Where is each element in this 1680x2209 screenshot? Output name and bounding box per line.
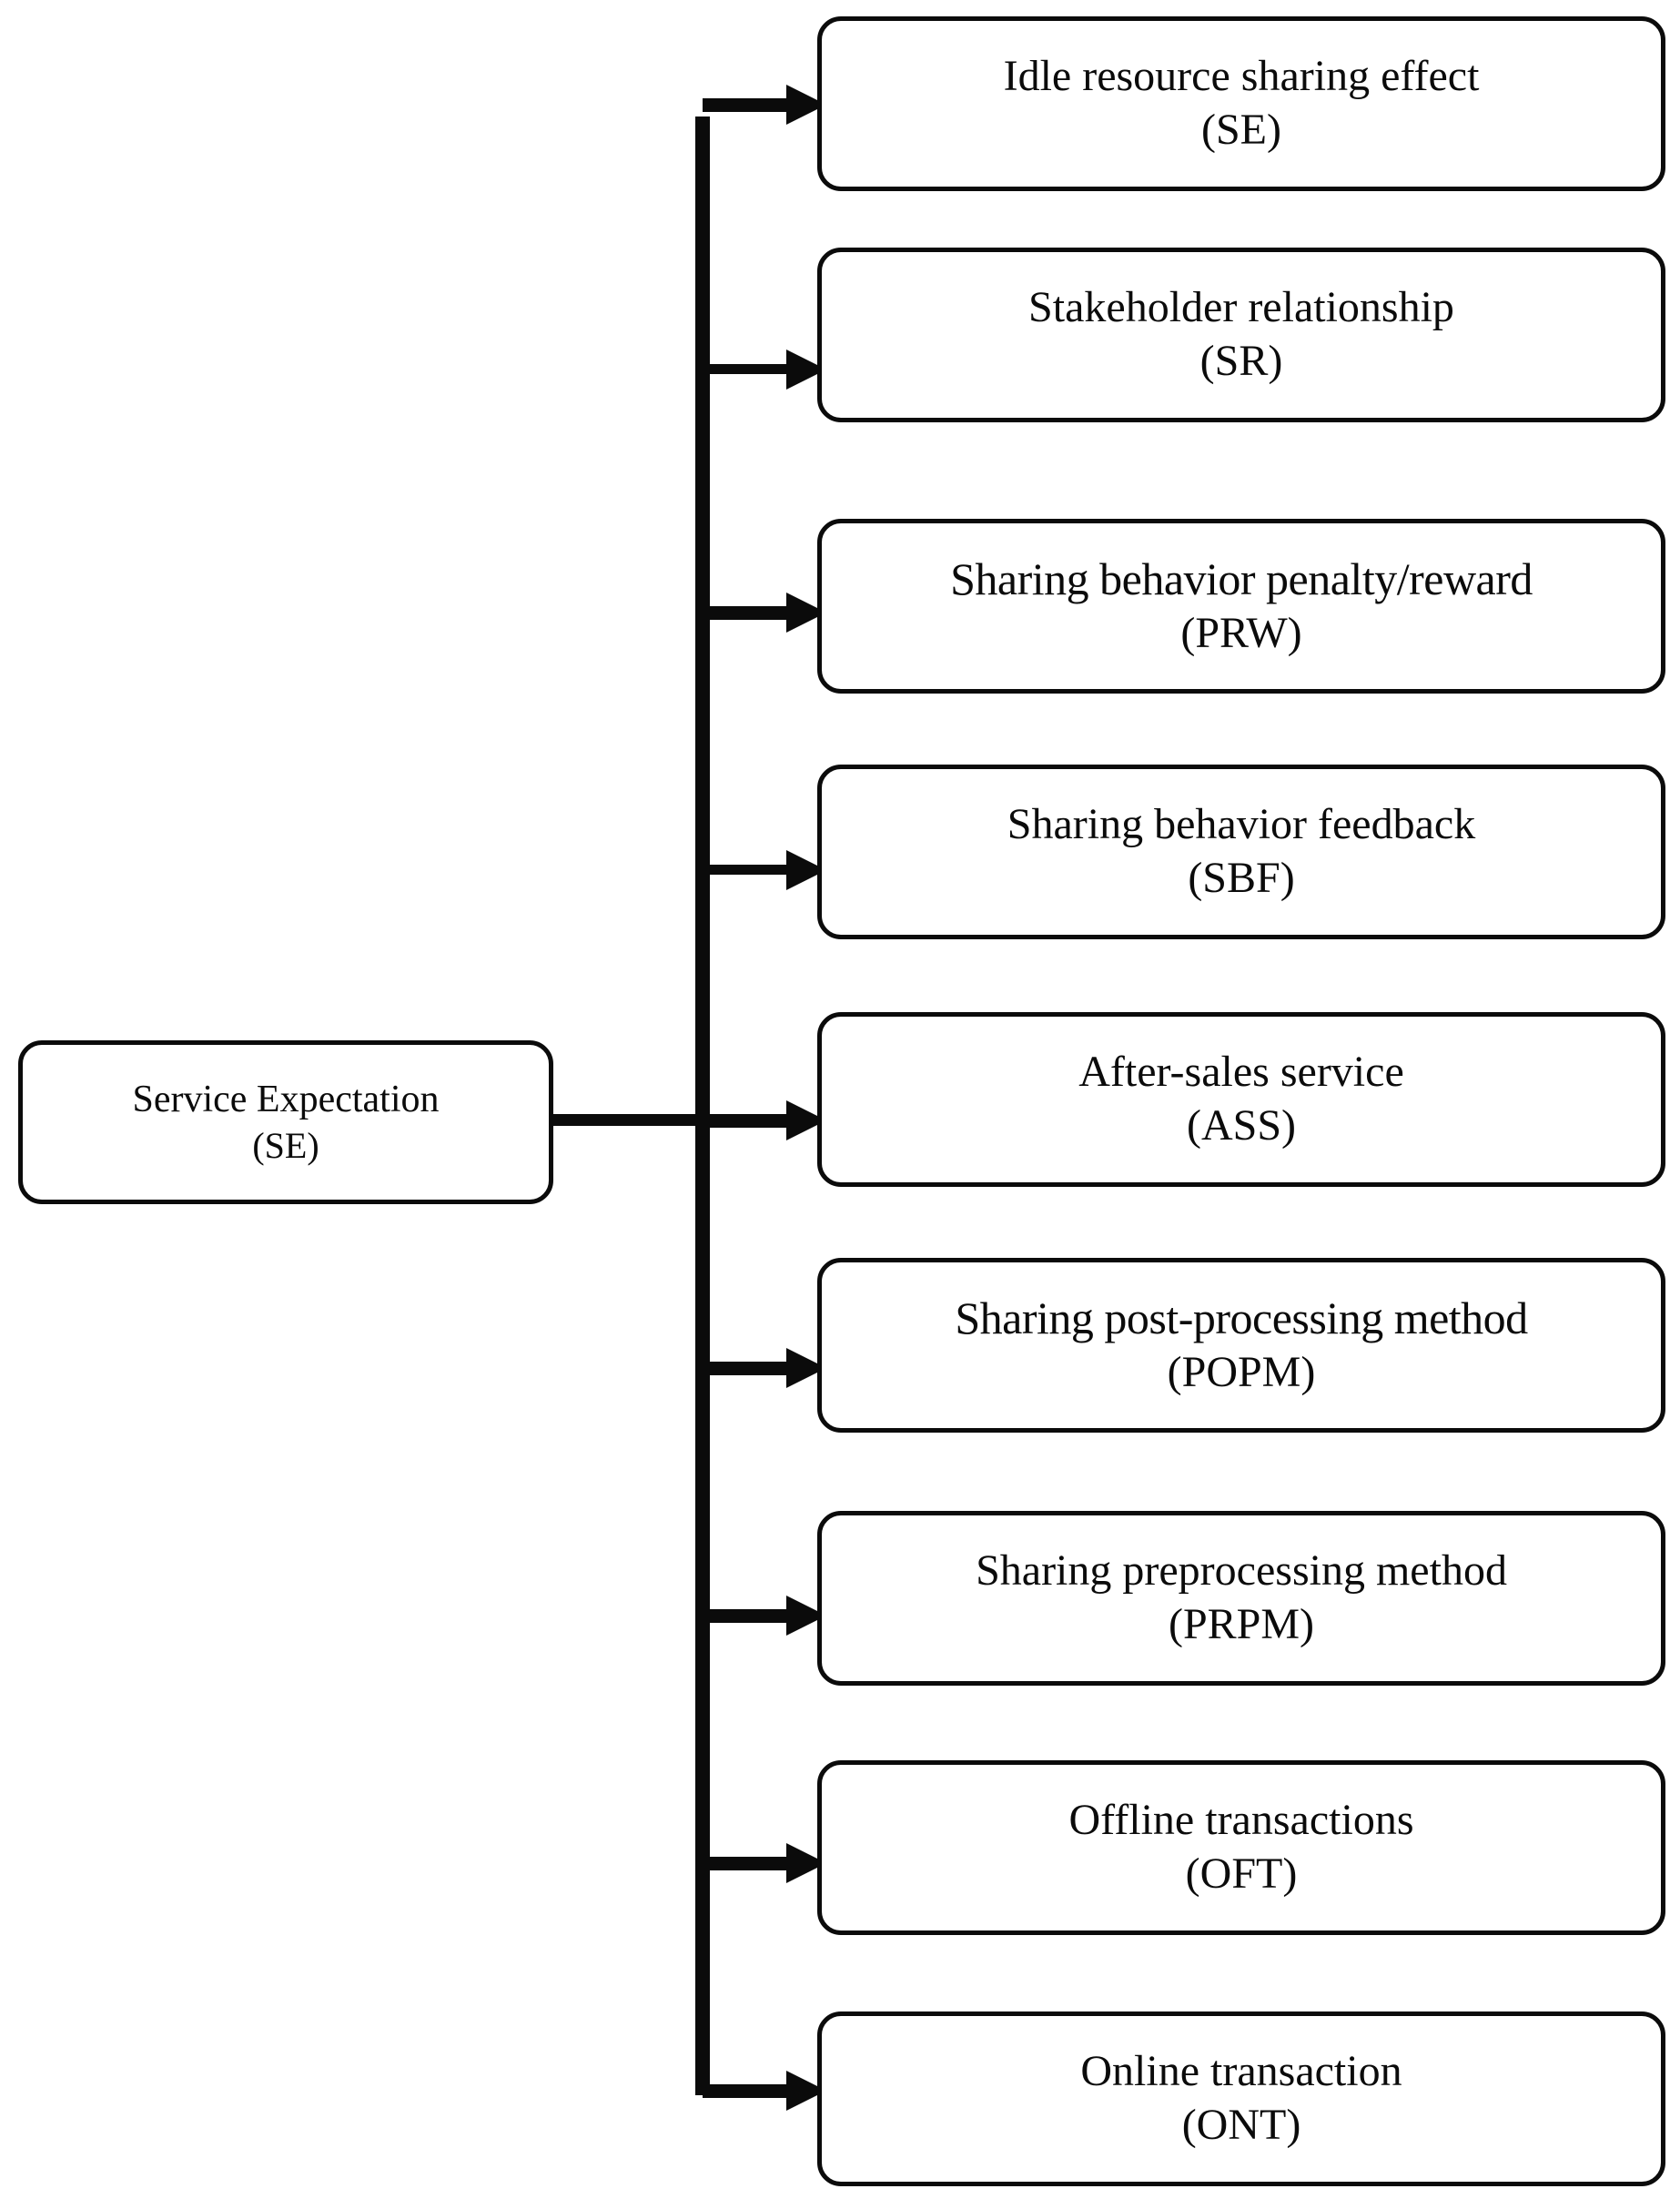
leaf-node-idle-resource-sharing-effect[interactable]: Idle resource sharing effect (SE) (817, 16, 1665, 191)
branch-line-3 (703, 606, 794, 620)
branch-line-6 (703, 1362, 794, 1375)
connector-trunk (695, 117, 710, 2095)
leaf-node-abbreviation: (PRW) (1180, 609, 1302, 658)
branch-line-2 (703, 364, 794, 374)
leaf-node-abbreviation: (ASS) (1186, 1101, 1297, 1150)
branch-line-4 (703, 865, 794, 875)
branch-line-5 (703, 1114, 794, 1128)
leaf-node-sharing-preprocessing-method[interactable]: Sharing preprocessing method (PRPM) (817, 1511, 1665, 1686)
leaf-node-label: Sharing behavior penalty/reward (950, 553, 1533, 605)
leaf-node-offline-transactions[interactable]: Offline transactions (OFT) (817, 1760, 1665, 1935)
leaf-node-abbreviation: (OFT) (1185, 1849, 1298, 1898)
root-connector-stem (550, 1114, 706, 1126)
leaf-node-stakeholder-relationship[interactable]: Stakeholder relationship (SR) (817, 248, 1665, 422)
leaf-node-sharing-behavior-penalty-reward[interactable]: Sharing behavior penalty/reward (PRW) (817, 519, 1665, 694)
leaf-node-label: Online transaction (1080, 2047, 1402, 2096)
leaf-node-after-sales-service[interactable]: After-sales service (ASS) (817, 1012, 1665, 1187)
leaf-node-label: Sharing post-processing method (955, 1292, 1528, 1344)
leaf-node-online-transaction[interactable]: Online transaction (ONT) (817, 2011, 1665, 2186)
leaf-node-label: Sharing preprocessing method (976, 1546, 1507, 1596)
leaf-node-abbreviation: (ONT) (1181, 2101, 1301, 2149)
leaf-node-abbreviation: (POPM) (1167, 1348, 1316, 1397)
root-node-abbreviation: (SE) (252, 1125, 319, 1167)
leaf-node-sharing-post-processing-method[interactable]: Sharing post-processing method (POPM) (817, 1258, 1665, 1433)
branch-line-8 (703, 1857, 794, 1870)
leaf-node-label: Sharing behavior feedback (1007, 800, 1476, 849)
leaf-node-sharing-behavior-feedback[interactable]: Sharing behavior feedback (SBF) (817, 765, 1665, 939)
leaf-node-abbreviation: (SE) (1201, 106, 1281, 154)
branch-line-7 (703, 1609, 794, 1623)
branch-line-1 (703, 98, 794, 112)
leaf-node-abbreviation: (SR) (1199, 337, 1283, 385)
branch-line-9 (703, 2084, 794, 2098)
leaf-node-label: Idle resource sharing effect (1003, 52, 1480, 101)
leaf-node-label: After-sales service (1078, 1048, 1404, 1097)
leaf-node-label: Stakeholder relationship (1028, 283, 1454, 332)
leaf-node-label: Offline transactions (1068, 1796, 1414, 1845)
root-node-service-expectation[interactable]: Service Expectation (SE) (18, 1040, 553, 1204)
leaf-node-abbreviation: (PRPM) (1168, 1600, 1315, 1648)
root-node-label: Service Expectation (132, 1079, 440, 1121)
leaf-node-abbreviation: (SBF) (1188, 854, 1295, 902)
